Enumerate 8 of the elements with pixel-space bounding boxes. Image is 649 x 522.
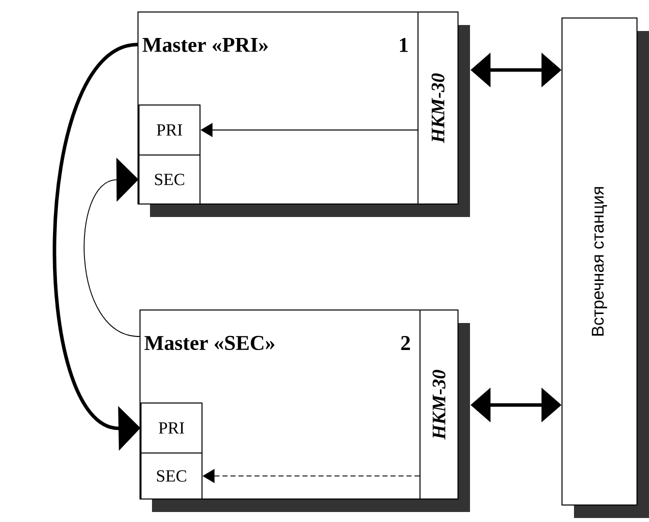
module-strip: НКМ-30 xyxy=(420,310,458,500)
port-box: SEC xyxy=(140,452,202,500)
port-box: SEC xyxy=(138,154,200,204)
module-strip: НКМ-30 xyxy=(418,12,458,204)
port-box: PRI xyxy=(140,402,202,454)
arrow xyxy=(84,158,140,337)
port-box: PRI xyxy=(138,104,200,156)
station-box: Встречная станция xyxy=(562,18,638,506)
